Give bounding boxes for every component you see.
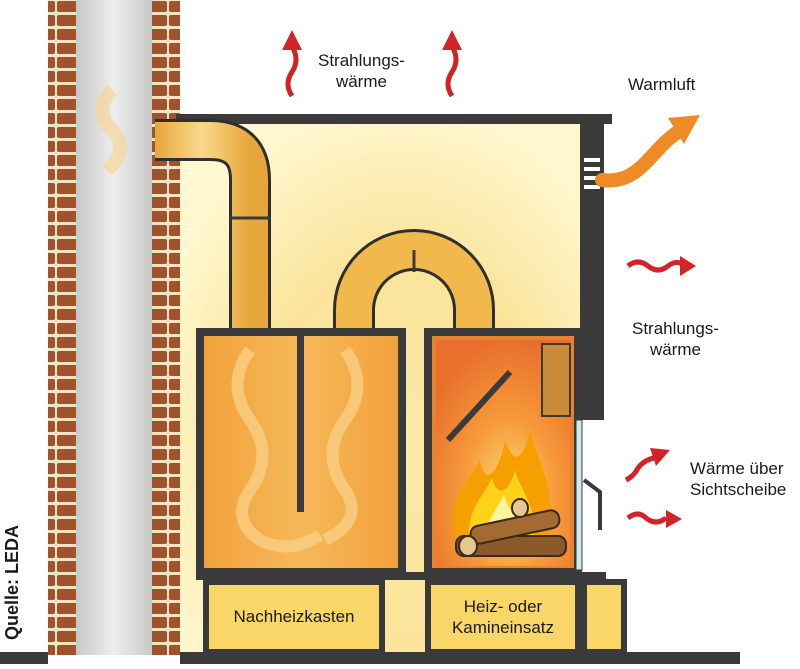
firewood <box>455 498 567 557</box>
warm-air-label: Warmluft <box>628 75 696 94</box>
warm-air-vents <box>584 158 600 189</box>
deflector-plate <box>541 343 571 417</box>
radiant-heat-arrow <box>624 448 670 483</box>
stove-base <box>196 572 606 580</box>
reheating-box-label: Nachheizkasten <box>233 607 355 626</box>
radiant-heat-arrow <box>442 30 462 98</box>
baffle-plate <box>445 369 513 443</box>
source-credit: Quelle: LEDA <box>2 524 22 640</box>
exhaust-pipe <box>155 122 268 330</box>
top-slab <box>176 114 612 124</box>
radiant-heat-arrow <box>626 510 682 528</box>
radiant-heat-arrow <box>282 30 302 98</box>
baffle <box>297 336 304 512</box>
warm-air-arrow <box>595 115 700 188</box>
plinth <box>203 579 627 655</box>
door-handle <box>582 478 602 530</box>
radiant-heat-side-label: Strahlungs-wärme <box>632 319 719 359</box>
floor <box>180 652 740 664</box>
radiant-heat-arrow <box>626 256 696 276</box>
right-casing <box>580 120 604 420</box>
brick-wall-left <box>48 0 76 655</box>
chimney-flue <box>76 0 152 655</box>
brick-wall-right <box>152 0 180 655</box>
viewing-window <box>575 419 583 571</box>
radiant-heat-top-label: Strahlungs-wärme <box>318 51 405 91</box>
gas-flow <box>231 346 364 553</box>
